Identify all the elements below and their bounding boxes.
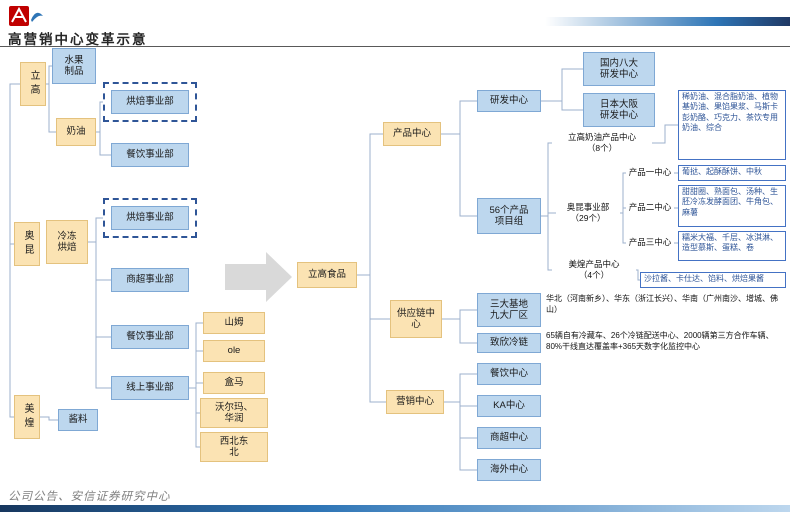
detail-coldchain: 65辆自有冷藏车、26个冷链配送中心、2000辆第三方合作车辆、80%干线直达覆… bbox=[546, 331, 774, 351]
node-catering-center: 餐饮中心 bbox=[477, 363, 541, 385]
transformation-arrow bbox=[225, 252, 292, 302]
node-cream: 奶油 bbox=[56, 118, 96, 146]
node-coldchain: 致欣冷链 bbox=[477, 333, 541, 353]
annotation-meihuang-items: 沙拉酱、卡仕达、馅料、烘焙果酱 bbox=[640, 272, 786, 288]
node-supermarket-center: 商超中心 bbox=[477, 427, 541, 449]
node-product-groups: 56个产品 项目组 bbox=[477, 198, 541, 234]
label-product-center-1: 产品一中心 bbox=[628, 167, 672, 178]
node-aokun: 奥昆 bbox=[14, 222, 40, 266]
node-rd-center: 研发中心 bbox=[477, 90, 541, 112]
node-meihuang: 美煌 bbox=[14, 395, 40, 439]
node-product-center: 产品中心 bbox=[383, 122, 441, 146]
label-meihuang-product-center: 美煌产品中心 （4个） bbox=[568, 258, 620, 280]
node-sam: 山姆 bbox=[203, 312, 265, 334]
node-supermarket-dept: 商超事业部 bbox=[111, 268, 189, 292]
baking-dept-dashed-frame bbox=[103, 198, 197, 238]
label-aokun-division: 奥昆事业部 （29个） bbox=[566, 201, 610, 223]
node-japan-osaka-rd-center: 日本大阪 研发中心 bbox=[583, 93, 655, 127]
node-hema: 盒马 bbox=[203, 372, 265, 394]
node-ligao-food: 立高食品 bbox=[297, 262, 357, 288]
node-walmart-huarun: 沃尔玛、 华润 bbox=[200, 398, 268, 428]
node-northwest-northeast: 西北东 北 bbox=[200, 432, 268, 462]
annotation-cream-items: 稀奶油、混合脂奶油、植物基奶油、果馅果浆、马斯卡彭奶酪、巧克力、茶饮专用奶油、综… bbox=[678, 90, 786, 160]
annotation-product3-items: 糯米大福、千层、冰淇淋、造型慕斯、蛋糕、卷 bbox=[678, 231, 786, 261]
figure-title: 高营销中心变革示意 bbox=[8, 32, 148, 47]
brand-logo-icon bbox=[9, 6, 43, 26]
header-gradient-bar bbox=[545, 17, 790, 26]
node-sauce: 酱料 bbox=[58, 409, 98, 431]
detail-bases: 华北（河南新乡）、华东（浙江长兴）、华南（广州南沙、增城、佛山） bbox=[546, 294, 778, 314]
label-ligao-cream-product-center: 立高奶油产品中心 （8个） bbox=[567, 131, 636, 153]
node-ligao: 立高 bbox=[20, 62, 46, 106]
annotation-product1-items: 葡挞、起酥酥饼、中秋 bbox=[678, 165, 786, 181]
node-online-dept: 线上事业部 bbox=[111, 376, 189, 400]
title-divider bbox=[0, 46, 790, 47]
node-overseas-center: 海外中心 bbox=[477, 459, 541, 481]
node-marketing-center: 营销中心 bbox=[386, 390, 444, 414]
node-ka-center: KA中心 bbox=[477, 395, 541, 417]
node-fruit-products: 水果 制品 bbox=[52, 48, 96, 84]
node-ligao-catering-dept: 餐饮事业部 bbox=[111, 143, 189, 167]
node-three-bases: 三大基地 九大厂区 bbox=[477, 293, 541, 327]
node-aokun-baking-dept: 烘焙事业部 bbox=[111, 206, 189, 230]
node-ligao-baking-dept: 烘焙事业部 bbox=[111, 90, 189, 114]
node-aokun-catering-dept: 餐饮事业部 bbox=[111, 325, 189, 349]
node-domestic-rd-centers: 国内八大 研发中心 bbox=[583, 52, 655, 86]
node-supply-chain-center: 供应链中 心 bbox=[390, 300, 442, 338]
footer-gradient-bar bbox=[0, 505, 790, 512]
node-frozen-baking: 冷冻 烘焙 bbox=[46, 220, 88, 264]
baking-dept-dashed-frame bbox=[103, 82, 197, 122]
label-product-center-2: 产品二中心 bbox=[628, 202, 672, 213]
node-ole: ole bbox=[203, 340, 265, 362]
label-product-center-3: 产品三中心 bbox=[628, 237, 672, 248]
source-note: 公司公告、安信证券研究中心 bbox=[8, 491, 171, 503]
annotation-product2-items: 甜甜圈、熟面包、汤种、生胚冷冻发酵面团、牛角包、麻薯 bbox=[678, 185, 786, 227]
